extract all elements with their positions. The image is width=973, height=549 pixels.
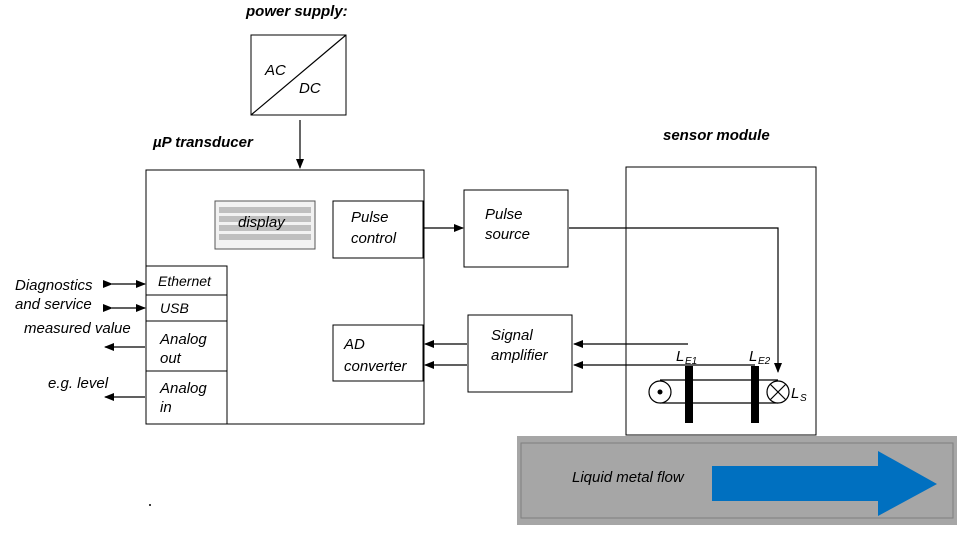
le2-subscript: E2 [758,356,771,367]
le1-subscript: E1 [685,356,697,367]
le2-symbol: L [749,348,757,365]
power-supply-title: power supply: [245,3,348,20]
transducer-title: µP transducer [152,134,254,151]
analog-in-line1: Analog [159,380,207,397]
display-widget: display [214,200,316,250]
ad-converter-box [332,324,424,382]
signal-amplifier-line1: Signal [491,327,533,344]
dot-circle-icon [648,380,672,404]
usb-label: USB [160,300,189,316]
signal-amplifier-line2: amplifier [491,347,549,364]
ethernet-box [145,265,228,296]
electrode-e1 [685,366,693,423]
dc-label: DC [299,80,321,97]
pulse-source-box [463,189,569,268]
pulse-source-line2: source [485,226,530,243]
flow-direction-arrow [712,451,937,516]
analog-out-line2: out [160,350,182,367]
usb-box [145,294,228,322]
ac-label: AC [264,62,286,79]
pulse-source-to-ls-wire [569,227,782,373]
ethernet-label: Ethernet [158,273,212,289]
pulse-control-box [332,200,424,259]
display-label: display [238,214,286,231]
dot-mark [149,504,151,506]
sensor-module-title: sensor module [663,127,770,144]
diagnostics-label: Diagnostics [15,277,93,294]
and-service-label: and service [15,296,92,313]
ac-dc-diagonal [250,34,347,116]
flow-label: Liquid metal flow [572,469,685,486]
ls-label: L S [791,385,807,404]
pulse-source-line1: Pulse [485,206,523,223]
electrode-e2 [751,366,759,423]
measured-value-label: measured value [24,320,131,337]
cross-circle-icon [766,380,790,404]
ls-subscript: S [800,393,807,404]
ad-converter-line1: AD [343,336,365,353]
eg-level-label: e.g. level [48,375,109,392]
analog-in-line2: in [160,399,172,416]
le1-symbol: L [676,348,684,365]
le2-label: L E2 [749,348,771,367]
analog-in-box [145,370,228,425]
analog-out-box [145,320,228,372]
analog-out-line1: Analog [159,331,207,348]
ad-converter-line2: converter [344,358,408,375]
ls-symbol: L [791,385,799,402]
pulse-control-line2: control [351,230,397,247]
pulse-control-line1: Pulse [351,209,389,226]
signal-amplifier-box [467,314,573,393]
le1-label: L E1 [676,348,697,367]
